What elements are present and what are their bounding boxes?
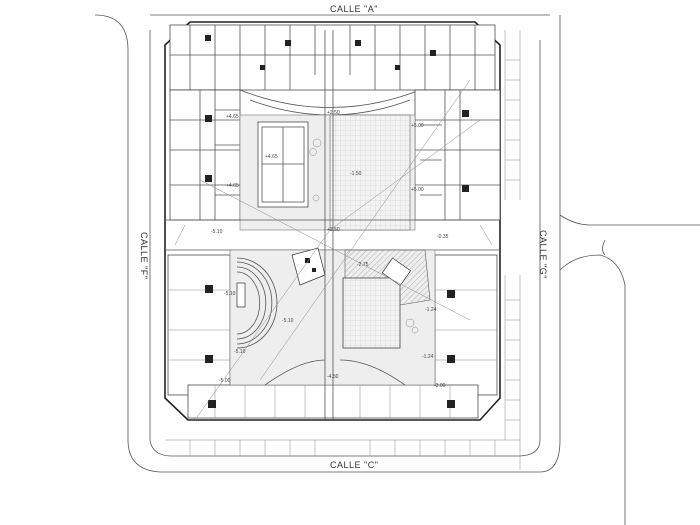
level-label: +4.65 (226, 183, 239, 189)
east-residential-building (414, 89, 501, 221)
tree (309, 148, 317, 156)
level-label: -5.10 (211, 229, 223, 235)
level-label: -4.50 (327, 374, 339, 380)
central-axis (324, 30, 334, 420)
level-label: +5.00 (411, 187, 424, 193)
street-label-west: CALLE "F" (139, 232, 149, 279)
level-tennis-court: +4.65 (265, 154, 278, 160)
street-label-east: CALLE "G" (538, 230, 548, 279)
level-label: +2.50 (327, 227, 340, 233)
level-label: -2.75 (357, 262, 369, 268)
tree (312, 138, 322, 148)
level-label: -5.10 (282, 318, 294, 324)
level-label: -1.24 (425, 307, 437, 313)
street-curbs (94, 14, 700, 525)
level-label: -0.35 (437, 234, 449, 240)
level-annotations: +4.65 +4.65 +4.65 +2.50 -1.50 +5.00 +5.0… (211, 110, 449, 389)
tennis-court (257, 121, 309, 208)
south-arcades (264, 359, 406, 386)
level-label: -1.24 (422, 354, 434, 360)
level-label: -5.10 (224, 291, 236, 297)
diagonal-lines (194, 79, 481, 421)
west-residential-building (169, 89, 241, 221)
parking-stalls (189, 59, 520, 456)
level-label: -5.10 (234, 349, 246, 355)
north-plaza-paving (329, 114, 411, 231)
level-label: +4.65 (226, 114, 239, 120)
street-label-north: CALLE "A" (330, 4, 378, 14)
level-label: -5.00 (219, 378, 231, 384)
tree (312, 194, 320, 202)
level-label: -1.50 (350, 171, 362, 177)
level-label: -3.00 (434, 383, 446, 389)
north-residential-building (169, 24, 496, 116)
level-label: +2.50 (327, 110, 340, 116)
street-label-south: CALLE "C" (330, 460, 378, 470)
level-label: +5.00 (411, 123, 424, 129)
